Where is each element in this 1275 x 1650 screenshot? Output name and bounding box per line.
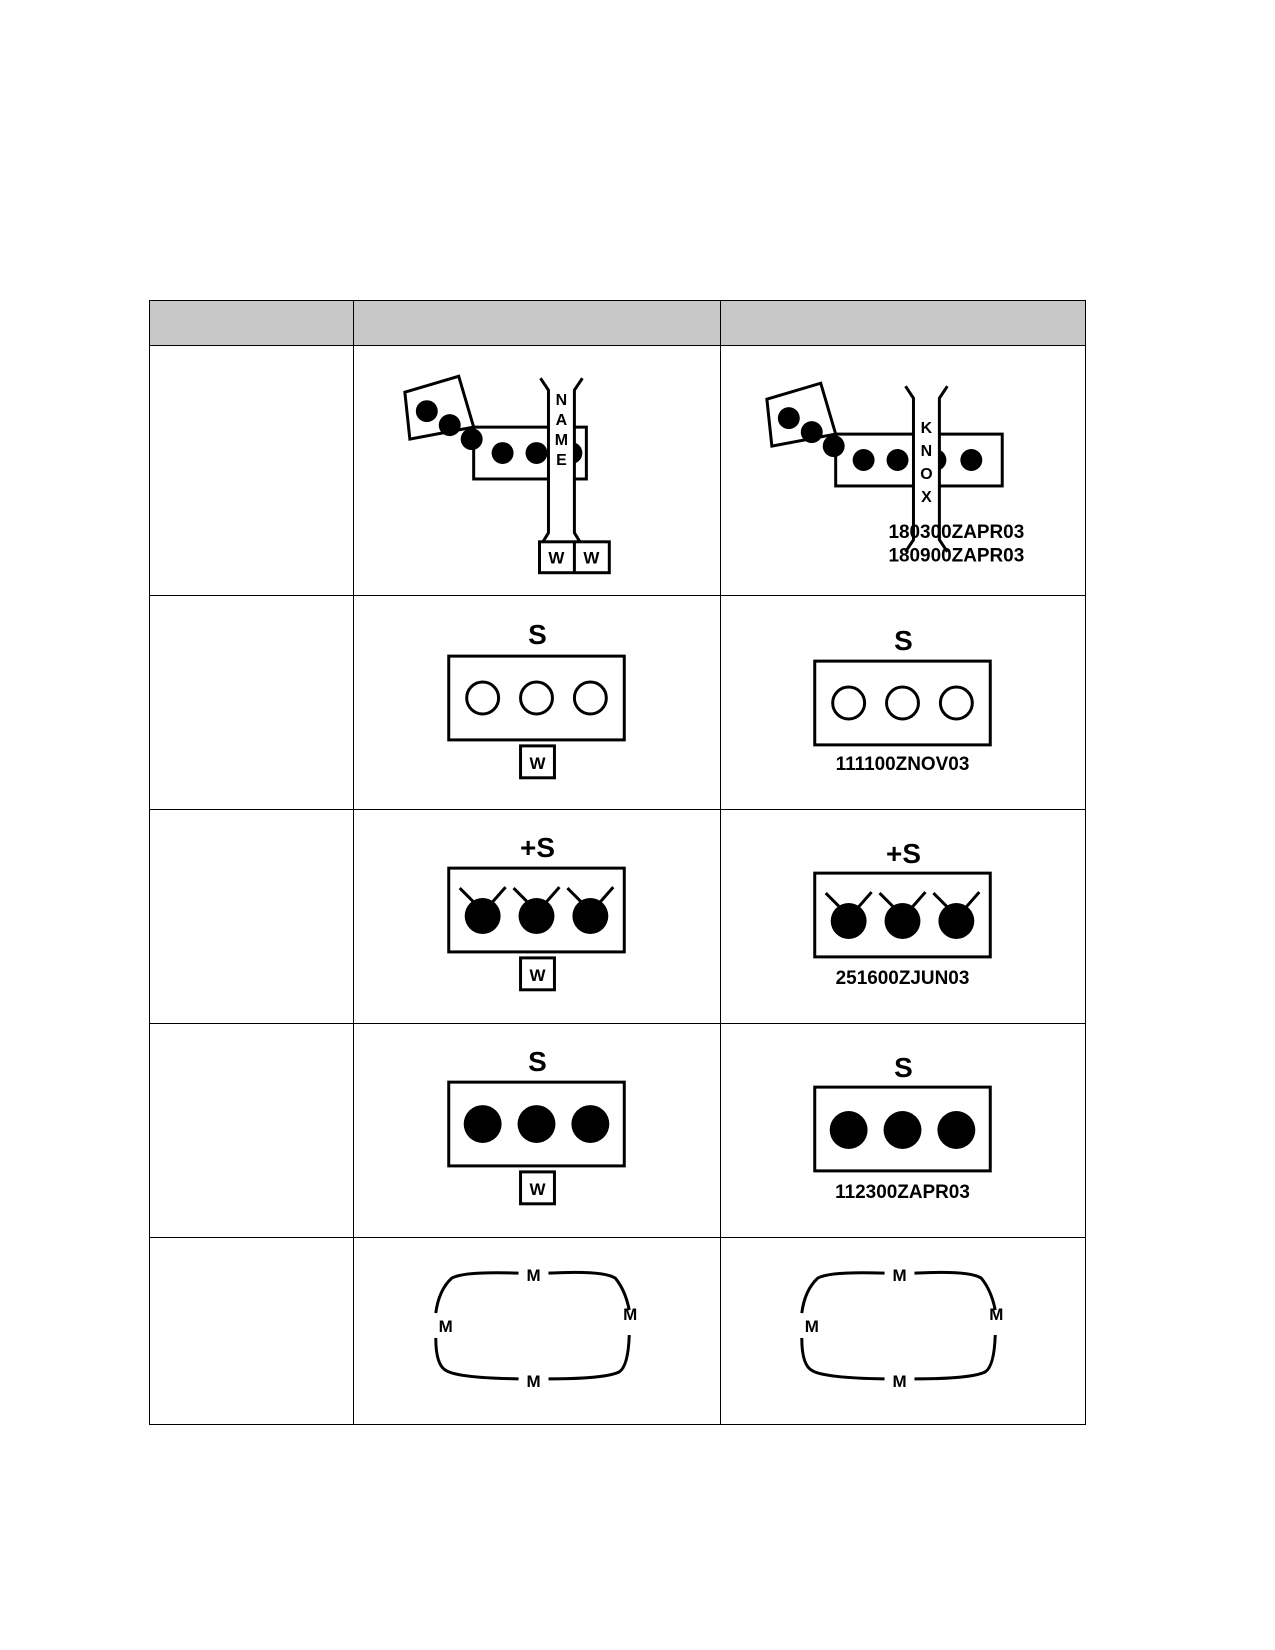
symbol-cell: +S 251600ZJUN03 (720, 809, 1086, 1024)
m-marker: M (439, 1317, 453, 1336)
w-box-label: W (529, 1180, 545, 1199)
m-marker: M (989, 1305, 1003, 1324)
m-boundary-symbol: M M M M (434, 1266, 637, 1391)
boundary-symbol: K N O X 180300ZAPR03 180900ZAPR03 (765, 381, 1024, 567)
m-marker: M (892, 1266, 906, 1285)
filled-circle-symbol: S W (447, 1046, 626, 1206)
symbol-cell: +S W (353, 809, 721, 1024)
m-marker: M (805, 1317, 819, 1336)
dtg-label: 180900ZAPR03 (888, 546, 1024, 567)
dtg-label: 111100ZNOV03 (836, 754, 970, 775)
ticked-circle-symbol: +S W (447, 832, 626, 992)
header-cell-1 (149, 300, 354, 346)
symbol-label: S (894, 625, 913, 656)
name-letter: A (556, 412, 568, 429)
m-marker: M (526, 1266, 540, 1285)
row-label-cell (149, 809, 354, 1024)
filled-circle-symbol: S 112300ZAPR03 (813, 1052, 992, 1203)
name-letter: E (556, 452, 567, 469)
ticked-circle-symbol: +S 251600ZJUN03 (813, 838, 992, 989)
symbol-cell: M M M M (353, 1237, 721, 1425)
symbol-label: +S (886, 838, 921, 869)
symbol-cell: S 111100ZNOV03 (720, 595, 1086, 810)
m-marker: M (623, 1305, 637, 1324)
table-row: S W S 111100ZNOV03 (149, 595, 1086, 810)
symbol-cell: M M M M (720, 1237, 1086, 1425)
dtg-label: 180300ZAPR03 (888, 522, 1024, 543)
w-box-label: W (583, 549, 599, 568)
symbol-cell: N A M E W W (353, 345, 721, 596)
row-label-cell (149, 345, 354, 596)
m-boundary-symbol: M M M M (800, 1266, 1003, 1391)
symbol-cell: S W (353, 595, 721, 810)
symbol-label: S (528, 619, 547, 650)
table-row: S W S 112300ZAPR03 (149, 1023, 1086, 1238)
w-box-label: W (529, 754, 545, 773)
name-letter: X (921, 489, 932, 506)
m-marker: M (526, 1372, 540, 1391)
name-letter: K (921, 420, 933, 437)
header-cell-3 (720, 300, 1086, 346)
boundary-symbol: N A M E W W (403, 374, 611, 575)
symbol-cell: S W (353, 1023, 721, 1238)
dtg-label: 251600ZJUN03 (836, 968, 970, 989)
m-marker: M (892, 1372, 906, 1391)
name-letter: N (921, 443, 933, 460)
dtg-label: 112300ZAPR03 (835, 1182, 970, 1203)
name-letter: O (920, 466, 932, 483)
table-row: M M M M M M M M (149, 1237, 1086, 1425)
row-label-cell (149, 1237, 354, 1425)
symbol-label: +S (520, 832, 555, 863)
name-letter: M (555, 432, 568, 449)
table-row: N A M E W W (149, 345, 1086, 596)
hollow-circle-symbol: S 111100ZNOV03 (813, 625, 992, 775)
table-header-row (149, 300, 1086, 346)
table-row: +S W +S (149, 809, 1086, 1024)
symbol-label: S (528, 1046, 547, 1077)
w-box-label: W (529, 966, 545, 985)
symbol-label: S (894, 1052, 913, 1083)
header-cell-2 (353, 300, 721, 346)
name-letter: N (556, 392, 568, 409)
w-box-label: W (548, 549, 564, 568)
row-label-cell (149, 595, 354, 810)
hollow-circle-symbol: S W (447, 619, 626, 780)
symbol-cell: K N O X 180300ZAPR03 180900ZAPR03 (720, 345, 1086, 596)
row-label-cell (149, 1023, 354, 1238)
symbol-table: N A M E W W (149, 300, 1086, 1425)
symbol-cell: S 112300ZAPR03 (720, 1023, 1086, 1238)
